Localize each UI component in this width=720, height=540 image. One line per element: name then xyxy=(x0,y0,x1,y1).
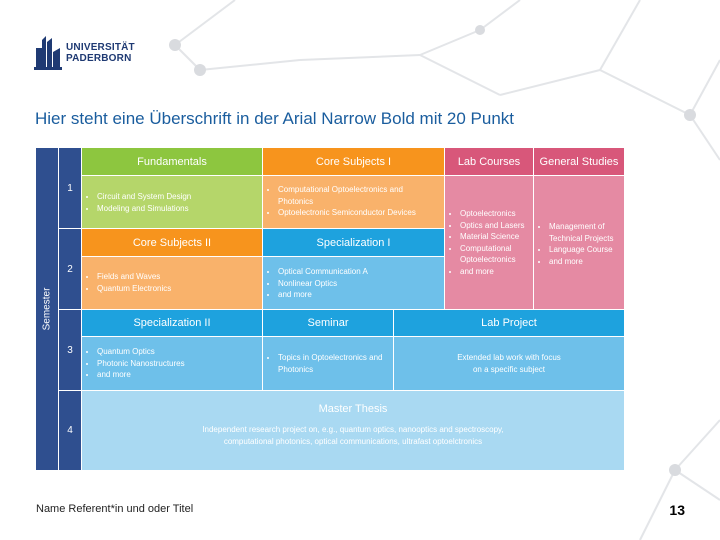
general-studies-header: General Studies xyxy=(534,148,624,175)
list-item: Material Science xyxy=(460,231,531,243)
row-number-4: 4 xyxy=(59,391,81,470)
list-item: Nonlinear Optics xyxy=(278,278,440,290)
list-item: Management of Technical Projects xyxy=(549,221,622,244)
list-item: Photonic Nanostructures xyxy=(97,358,258,370)
specialization-2-body: Quantum Optics Photonic Nanostructures a… xyxy=(82,337,262,390)
list-item: Quantum Optics xyxy=(97,346,258,358)
logo-line-1: UNIVERSITÄT xyxy=(66,42,135,53)
core-subjects-2-header: Core Subjects II xyxy=(82,229,262,256)
row-number-2: 2 xyxy=(59,229,81,309)
list-item: Optics and Lasers xyxy=(460,220,531,232)
list-item: and more xyxy=(549,256,622,268)
fundamentals-header: Fundamentals xyxy=(82,148,262,175)
list-item: and more xyxy=(278,289,440,301)
list-item: Computational Optoelectronics and Photon… xyxy=(278,184,440,207)
general-studies-body: Management of Technical Projects Languag… xyxy=(534,176,624,309)
master-thesis-text: Independent research project on, e.g., q… xyxy=(202,425,504,446)
university-emblem-icon xyxy=(34,36,62,70)
core-subjects-2-body: Fields and Waves Quantum Electronics xyxy=(82,257,262,309)
specialization-1-body: Optical Communication A Nonlinear Optics… xyxy=(263,257,444,309)
seminar-header: Seminar xyxy=(263,310,393,336)
row-number-3: 3 xyxy=(59,310,81,390)
specialization-2-header: Specialization II xyxy=(82,310,262,336)
curriculum-table: Semester 1 2 3 4 Fundamentals Circuit an… xyxy=(36,148,624,470)
lab-project-text: Extended lab work with focus on a specif… xyxy=(457,353,561,374)
master-thesis-header: Master Thesis xyxy=(318,403,388,415)
core-subjects-1-body: Computational Optoelectronics and Photon… xyxy=(263,176,444,228)
list-item: Circuit and System Design xyxy=(97,191,258,203)
lab-courses-header: Lab Courses xyxy=(445,148,533,175)
list-item: Optoelectronics xyxy=(460,208,531,220)
list-item: Modeling and Simulations xyxy=(97,203,258,215)
master-thesis-cell: Master Thesis Independent research proje… xyxy=(82,391,624,470)
university-logo[interactable]: UNIVERSITÄT PADERBORN xyxy=(34,34,144,74)
list-item: Optoelectronic Semiconductor Devices xyxy=(278,207,440,219)
semester-label: Semester xyxy=(41,287,53,331)
specialization-1-header: Specialization I xyxy=(263,229,444,256)
lab-courses-body: Optoelectronics Optics and Lasers Materi… xyxy=(445,176,533,309)
logo-wordmark: UNIVERSITÄT PADERBORN xyxy=(66,42,135,64)
lab-project-body: Extended lab work with focus on a specif… xyxy=(394,337,624,390)
list-item: Topics in Optoelectronics and Photonics xyxy=(278,352,389,375)
fundamentals-body: Circuit and System Design Modeling and S… xyxy=(82,176,262,228)
list-item: Language Course xyxy=(549,244,622,256)
presenter-name: Name Referent*in und oder Titel xyxy=(36,503,194,515)
semester-column: Semester xyxy=(36,148,58,470)
page-title: Hier steht eine Überschrift in der Arial… xyxy=(35,109,515,128)
list-item: Fields and Waves xyxy=(97,271,258,283)
list-item: and more xyxy=(460,266,531,278)
lab-project-header: Lab Project xyxy=(394,310,624,336)
list-item: Computational Optoelectronics xyxy=(460,243,531,266)
page-number: 13 xyxy=(669,502,685,518)
row-number-1: 1 xyxy=(59,148,81,228)
seminar-body: Topics in Optoelectronics and Photonics xyxy=(263,337,393,390)
list-item: and more xyxy=(97,369,258,381)
list-item: Quantum Electronics xyxy=(97,283,258,295)
logo-line-2: PADERBORN xyxy=(66,53,132,64)
list-item: Optical Communication A xyxy=(278,266,440,278)
core-subjects-1-header: Core Subjects I xyxy=(263,148,444,175)
